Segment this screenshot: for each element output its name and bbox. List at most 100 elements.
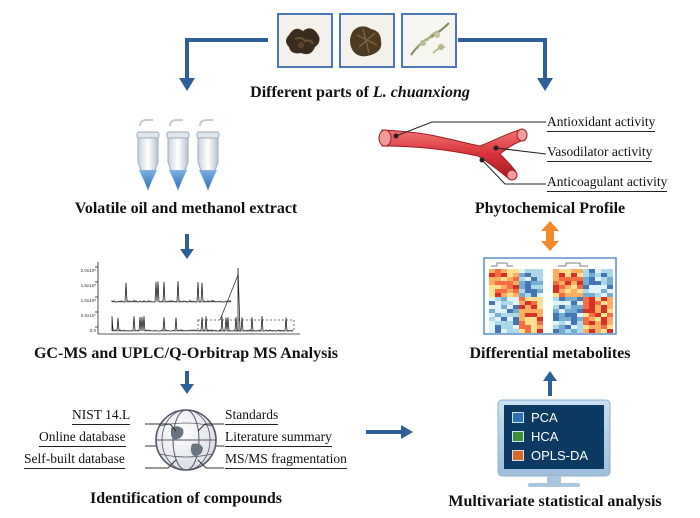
heatmap-cell	[513, 321, 519, 325]
heatmap-cell	[601, 305, 607, 309]
heatmap-cell	[595, 269, 601, 273]
heatmap-cell	[583, 277, 589, 281]
heatmap-cell	[507, 285, 513, 289]
heatmap-cell	[559, 285, 565, 289]
heatmap-cell	[489, 329, 495, 333]
axis-tick-label: 1.0x10⁸	[80, 298, 96, 303]
top-caption: Different parts of L. chuanxiong	[200, 84, 520, 102]
heatmap-cell	[559, 277, 565, 281]
heatmap-cell	[537, 297, 543, 301]
heatmap-cell	[489, 269, 495, 273]
heatmap-cell	[607, 317, 613, 321]
heatmap-cell	[559, 313, 565, 317]
heatmap-cell	[501, 281, 507, 285]
heatmap-cell	[495, 313, 501, 317]
heatmap-cell	[565, 313, 571, 317]
heatmap-cell	[607, 289, 613, 293]
heatmap-cell	[589, 277, 595, 281]
arrow-down-left-head	[179, 78, 195, 91]
blood-vessel-drawing	[378, 128, 528, 181]
heatmap-cell	[507, 281, 513, 285]
heatmap-cell	[583, 329, 589, 333]
heatmap-cell	[571, 269, 577, 273]
heatmap-cell	[513, 313, 519, 317]
heatmap-cell	[577, 309, 583, 313]
heatmap-cell	[607, 301, 613, 305]
heatmap-cell	[595, 289, 601, 293]
heatmap-cell	[583, 305, 589, 309]
arrow-extract-to-ms	[180, 234, 194, 259]
heatmap-cell	[537, 305, 543, 309]
heatmap-cell	[589, 281, 595, 285]
heatmap-cell	[501, 321, 507, 325]
heatmap-cell	[589, 285, 595, 289]
heatmap-cell	[589, 269, 595, 273]
heatmap-cell	[519, 313, 525, 317]
heatmap-cell	[559, 321, 565, 325]
heatmap-cell	[507, 325, 513, 329]
top-split-connector	[185, 38, 547, 80]
heatmap-cell	[489, 289, 495, 293]
heatmap-cell	[525, 313, 531, 317]
heatmap-cell	[513, 305, 519, 309]
heatmap-cell	[559, 269, 565, 273]
legend-oplsda: OPLS-DA	[512, 448, 588, 463]
heatmap-cell	[501, 325, 507, 329]
heatmap-cell	[595, 285, 601, 289]
heatmap-cell	[589, 297, 595, 301]
heatmap-cell	[577, 317, 583, 321]
globe-drawing	[155, 409, 217, 471]
heatmap-cell	[501, 293, 507, 297]
heatmap-cell	[501, 273, 507, 277]
heatmap-panel	[483, 257, 617, 335]
heatmap-cell	[537, 293, 543, 297]
legend-pca: PCA	[512, 410, 558, 425]
heatmap-cell	[537, 301, 543, 305]
heatmap-cell	[571, 277, 577, 281]
heatmap-cell	[571, 273, 577, 277]
heatmap-cell	[507, 321, 513, 325]
heatmap-cell	[589, 293, 595, 297]
heatmap-cell	[525, 273, 531, 277]
heatmap-cell	[601, 329, 607, 333]
heatmap-cell	[489, 285, 495, 289]
heatmap-cell	[565, 305, 571, 309]
heatmap-cell	[565, 309, 571, 313]
chromatogram-axis-labels: 2.0x10⁸ 1.5x10⁸ 1.0x10⁸ 5.0x10⁷ 0.0	[76, 263, 96, 338]
heatmap-cell	[501, 297, 507, 301]
heatmap-cell	[501, 277, 507, 281]
heatmap-cell	[589, 317, 595, 321]
heatmap-cell	[565, 285, 571, 289]
source-msms-fragmentation: MS/MS fragmentation	[225, 451, 347, 469]
heatmap-cell	[565, 325, 571, 329]
heatmap-cell	[501, 329, 507, 333]
heatmap-cell	[519, 285, 525, 289]
heatmap-cell	[507, 297, 513, 301]
heatmap-cell	[601, 297, 607, 301]
heatmap-cell	[525, 317, 531, 321]
heatmap-cell	[571, 321, 577, 325]
heatmap-cell	[501, 309, 507, 313]
heatmap-cell	[571, 293, 577, 297]
heatmap-cell	[537, 313, 543, 317]
heatmap-cell	[489, 317, 495, 321]
heatmap-cell	[525, 269, 531, 273]
heatmap-cell	[559, 325, 565, 329]
heatmap-cell	[553, 285, 559, 289]
heatmap-cell	[595, 281, 601, 285]
heatmap-cell	[595, 309, 601, 313]
heatmap-cell	[519, 309, 525, 313]
heatmap-cell	[525, 297, 531, 301]
heatmap-cell	[577, 285, 583, 289]
heatmap-cell	[553, 273, 559, 277]
heatmap-cell	[595, 325, 601, 329]
heatmap-cell	[507, 289, 513, 293]
heatmap-cell	[507, 269, 513, 273]
heatmap-cell	[537, 277, 543, 281]
heatmap-cell	[607, 269, 613, 273]
heatmap-cell	[495, 285, 501, 289]
heatmap-cell	[589, 329, 595, 333]
rhizome-photo	[277, 13, 333, 68]
oplsda-swatch	[512, 450, 524, 461]
heatmap-cell	[501, 317, 507, 321]
